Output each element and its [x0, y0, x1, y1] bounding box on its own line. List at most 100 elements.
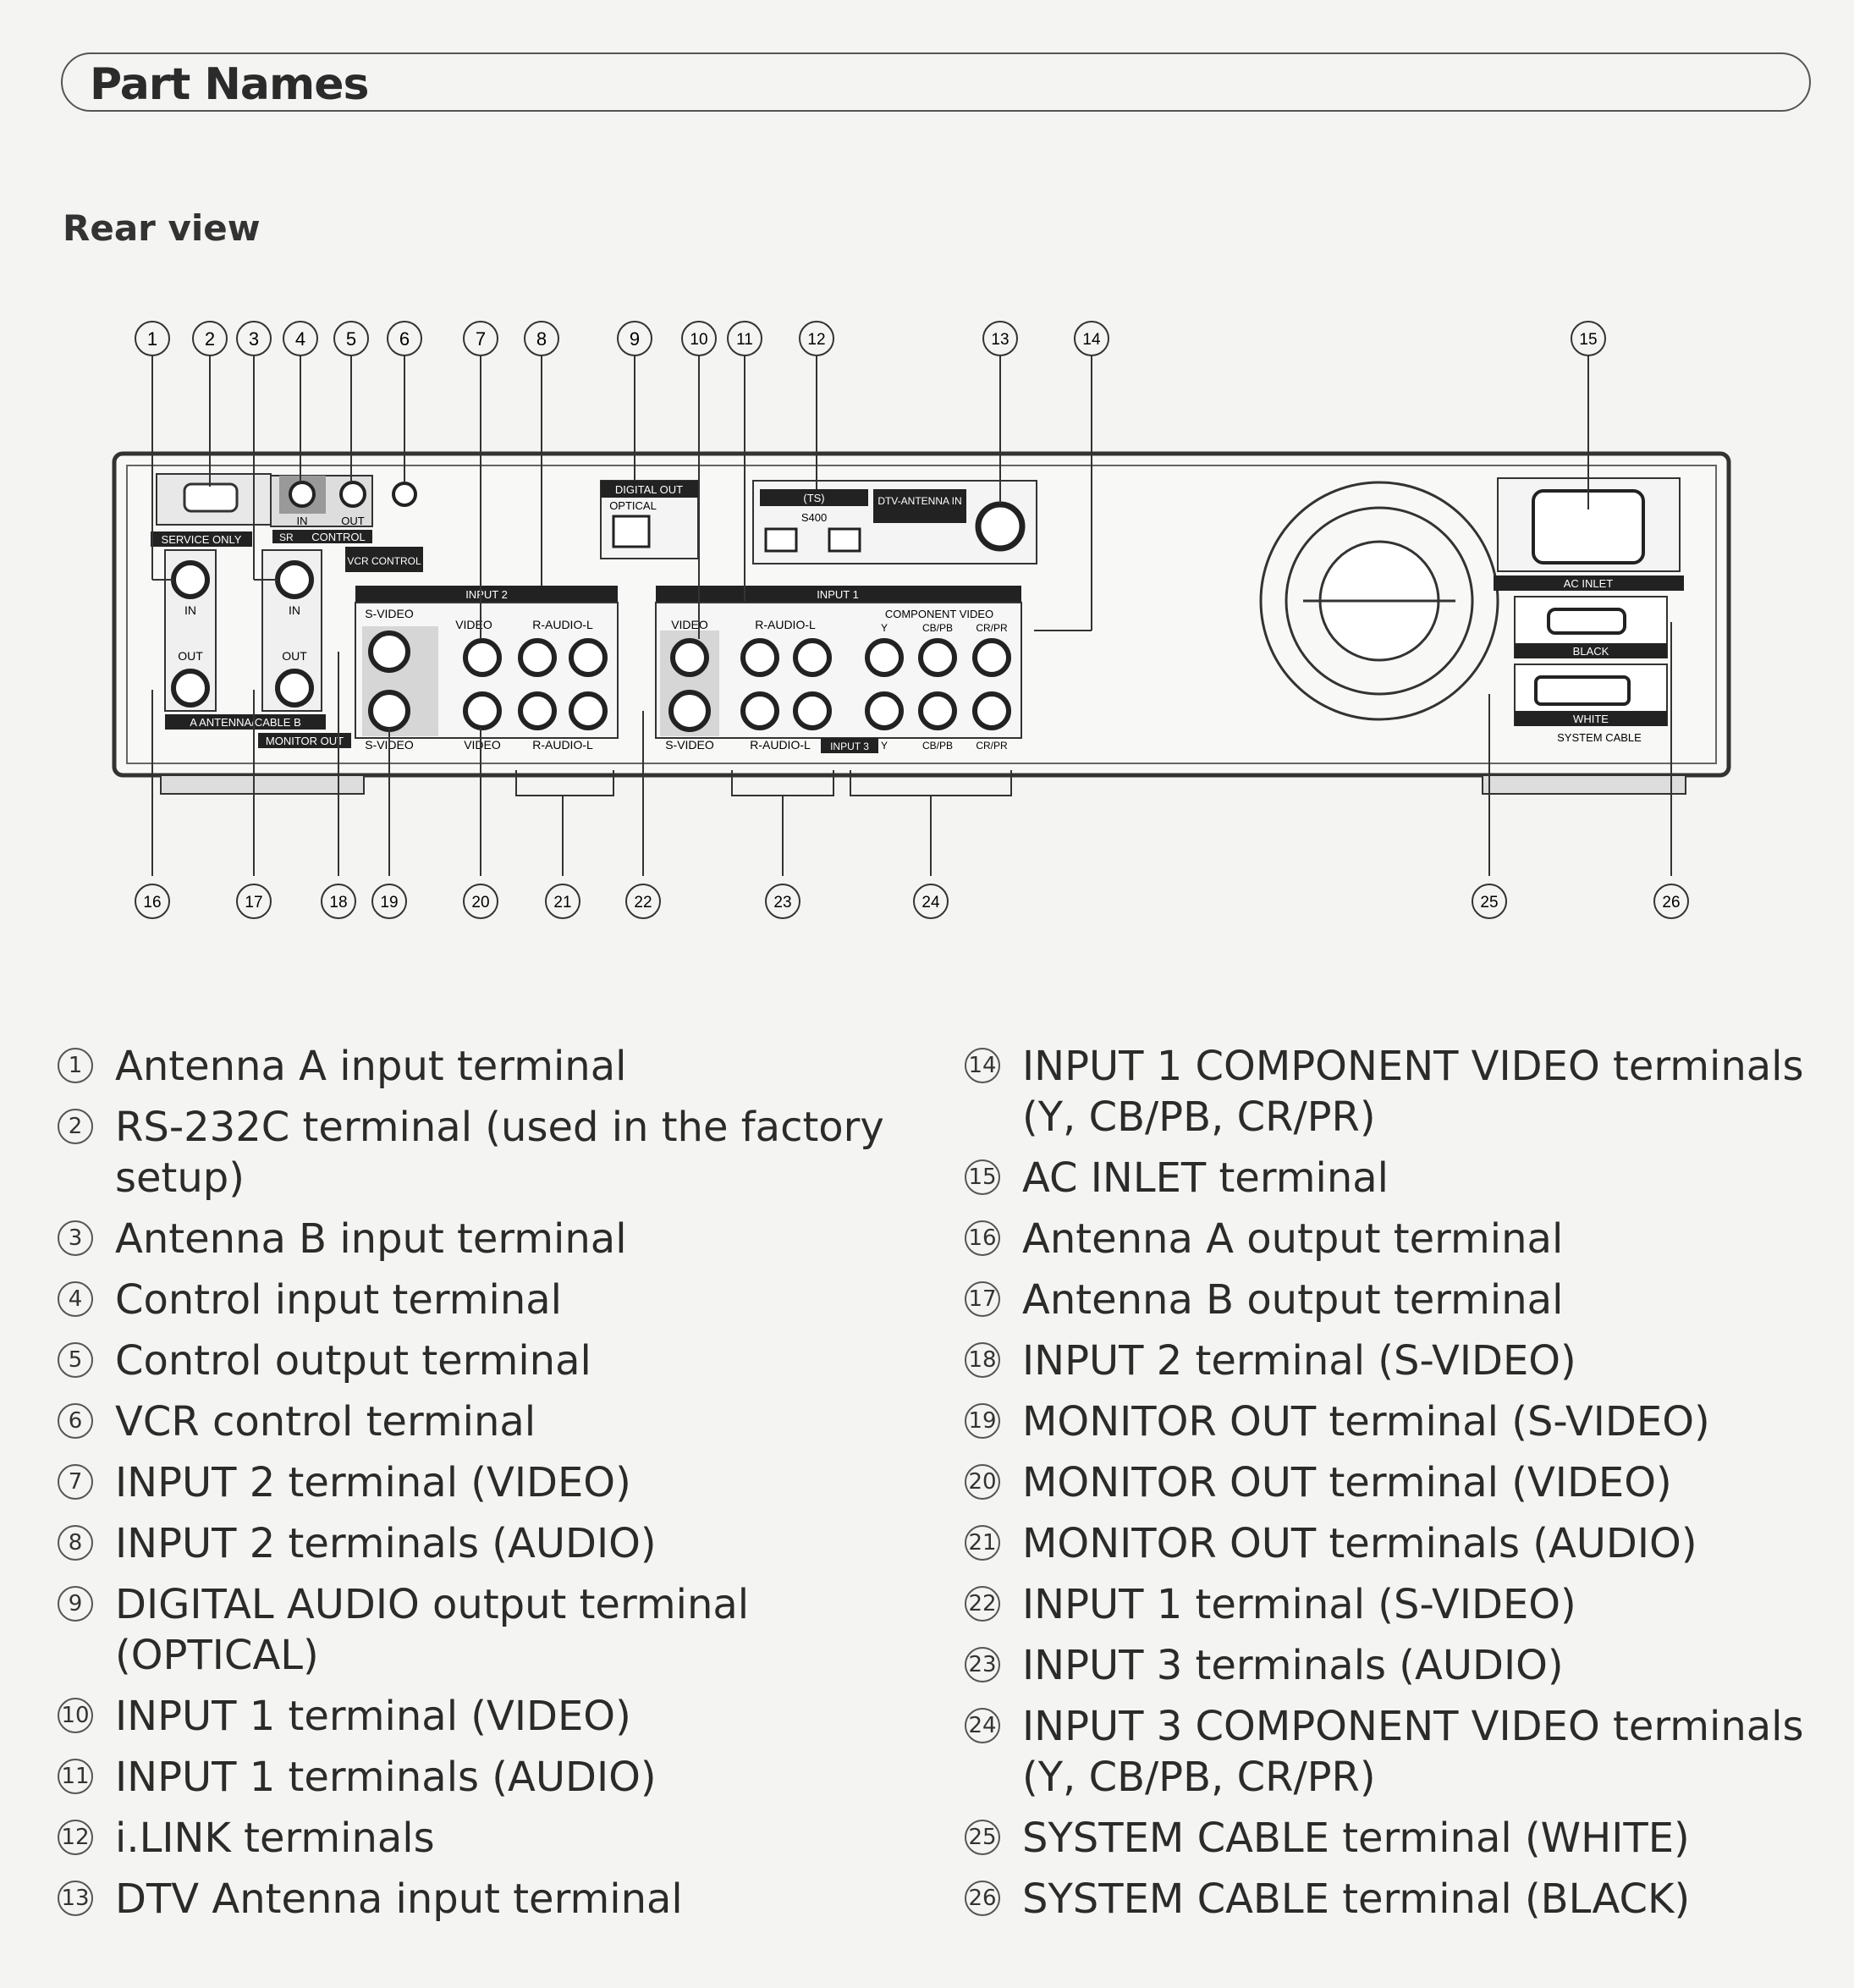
item-number: 10 — [58, 1698, 93, 1733]
svg-text:19: 19 — [380, 894, 398, 911]
label-input3-cr: CR/PR — [976, 740, 1008, 752]
label-input1: INPUT 1 — [817, 588, 859, 601]
vcr-control-jack — [392, 482, 417, 507]
callout-6: 6 — [387, 321, 422, 356]
section-subtitle: Rear view — [63, 207, 261, 249]
cooling-fan — [1259, 481, 1499, 721]
item-number: 5 — [58, 1342, 93, 1378]
item-number: 13 — [58, 1881, 93, 1916]
input1-audio-l-jack — [793, 638, 832, 677]
antenna-b-in-jack — [275, 560, 314, 599]
item-text: INPUT 1 terminals (AUDIO) — [115, 1754, 657, 1801]
monitor-out-video-jack — [463, 691, 502, 730]
item-text: MONITOR OUT terminals (AUDIO) — [1022, 1520, 1697, 1567]
callout-8: 8 — [524, 321, 559, 356]
input3-audio-r-jack — [740, 691, 779, 730]
item-text: INPUT 1 terminal (S-VIDEO) — [1022, 1581, 1576, 1628]
label-antenna-a-out: OUT — [178, 649, 203, 663]
item-text: DIGITAL AUDIO output terminal (OPTICAL) — [115, 1581, 750, 1679]
antenna-a-out-jack — [171, 669, 210, 708]
label-input3-cb: CB/PB — [922, 740, 953, 752]
callout-2: 2 — [192, 321, 228, 356]
item-number: 4 — [58, 1281, 93, 1317]
svg-text:13: 13 — [991, 331, 1009, 349]
svg-text:22: 22 — [634, 894, 652, 911]
label-antenna-a-in: IN — [184, 603, 196, 617]
item-text: MONITOR OUT terminal (VIDEO) — [1022, 1459, 1672, 1506]
control-out-jack — [339, 481, 366, 508]
item-number: 21 — [965, 1525, 1000, 1561]
item-number: 12 — [58, 1820, 93, 1855]
item-text: Antenna B output terminal — [1022, 1276, 1564, 1324]
callout-14: 14 — [1074, 321, 1109, 356]
svg-text:15: 15 — [1579, 331, 1597, 349]
label-antenna-b-out: OUT — [282, 649, 307, 663]
dtv-antenna-jack — [975, 501, 1026, 552]
input3-component-cr-jack — [972, 691, 1011, 730]
svg-text:11: 11 — [736, 331, 753, 349]
callout-20: 20 — [463, 884, 498, 919]
item-number: 6 — [58, 1403, 93, 1439]
rs232c-port — [183, 482, 239, 513]
label-s400: S400 — [801, 511, 827, 524]
input3-component-y-jack — [865, 691, 904, 730]
svg-text:3: 3 — [249, 328, 259, 350]
label-ac-inlet: AC INLET — [1564, 577, 1614, 590]
callout-5: 5 — [333, 321, 369, 356]
item-text: INPUT 3 terminals (AUDIO) — [1022, 1642, 1564, 1689]
item-text: RS-232C terminal (used in the factory se… — [115, 1104, 884, 1202]
label-input2-svideo: S-VIDEO — [365, 607, 414, 620]
callout-7: 7 — [463, 321, 498, 356]
system-cable-black-port — [1547, 608, 1626, 635]
system-cable-white-port — [1534, 675, 1631, 706]
label-component-video: COMPONENT VIDEO — [885, 608, 993, 620]
callout-22: 22 — [625, 884, 661, 919]
item-text: Control output terminal — [115, 1337, 591, 1385]
label-input1-audio: R-AUDIO-L — [755, 618, 816, 631]
callout-19: 19 — [371, 884, 407, 919]
callout-4: 4 — [283, 321, 318, 356]
label-input2-video: VIDEO — [455, 618, 492, 631]
item-text: Control input terminal — [115, 1276, 562, 1324]
label-service-only: SERVICE ONLY — [162, 533, 242, 546]
antenna-b-out-jack — [275, 669, 314, 708]
svg-text:12: 12 — [807, 331, 825, 349]
list-item: 11 INPUT 1 terminals (AUDIO) — [58, 1752, 904, 1803]
callout-12: 12 — [799, 321, 834, 356]
item-number: 14 — [965, 1048, 1000, 1083]
svg-text:10: 10 — [690, 331, 707, 349]
callout-18: 18 — [321, 884, 356, 919]
item-text: INPUT 2 terminal (S-VIDEO) — [1022, 1337, 1576, 1385]
callout-10: 10 — [681, 321, 717, 356]
item-number: 11 — [58, 1759, 93, 1794]
callout-26: 26 — [1653, 884, 1689, 919]
label-input1-svideo: S-VIDEO — [665, 738, 714, 752]
label-input2: INPUT 2 — [465, 588, 508, 601]
item-text: SYSTEM CABLE terminal (WHITE) — [1022, 1815, 1690, 1862]
svg-text:18: 18 — [329, 894, 347, 911]
item-text: Antenna A output terminal — [1022, 1215, 1564, 1263]
label-vcr-control: VCR CONTROL — [347, 555, 421, 567]
callout-24: 24 — [913, 884, 949, 919]
svg-text:23: 23 — [773, 894, 791, 911]
item-number: 20 — [965, 1464, 1000, 1500]
item-text: VCR control terminal — [115, 1398, 536, 1446]
input1-audio-r-jack — [740, 638, 779, 677]
item-number: 7 — [58, 1464, 93, 1500]
label-input3-audio: R-AUDIO-L — [750, 738, 811, 752]
ilink-port-1 — [764, 527, 798, 553]
item-number: 8 — [58, 1525, 93, 1561]
svg-text:21: 21 — [553, 894, 571, 911]
list-item: 20 MONITOR OUT terminal (VIDEO) — [965, 1457, 1845, 1508]
svg-text:4: 4 — [295, 328, 305, 350]
svg-text:8: 8 — [536, 328, 547, 350]
